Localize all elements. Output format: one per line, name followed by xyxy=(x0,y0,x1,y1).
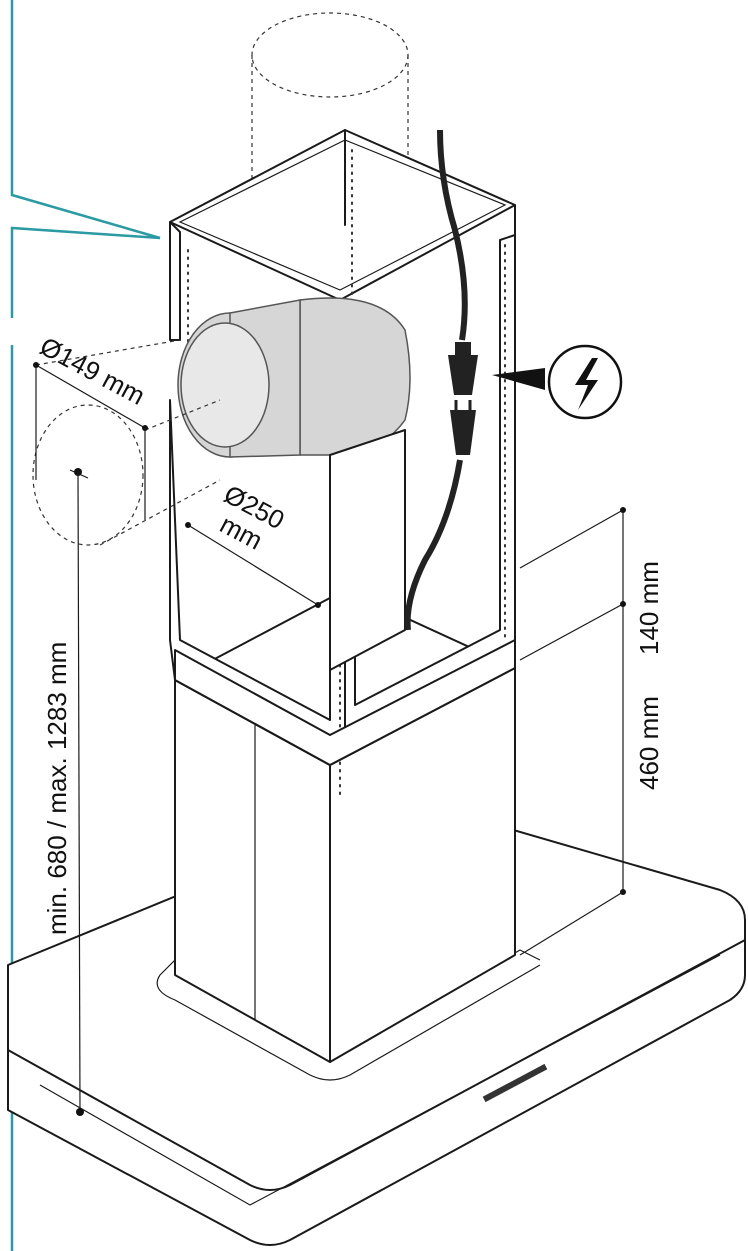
outlet-diameter-label: Ø149 mm xyxy=(35,331,150,411)
height-range-label: min. 680 / max. 1283 mm xyxy=(42,642,72,935)
lightning-icon xyxy=(492,344,623,420)
socket-icon xyxy=(450,400,476,455)
duct-elbow xyxy=(177,297,411,671)
mounting-frame xyxy=(169,129,516,801)
outlet-dashed-circle xyxy=(32,339,221,546)
height-dimension xyxy=(76,471,84,1116)
power-cable xyxy=(404,129,468,631)
control-panel xyxy=(482,1063,548,1103)
duct-diameter-dimension xyxy=(185,522,321,608)
chimney-height-label: 460 mm xyxy=(634,696,664,790)
chimney-dimension xyxy=(519,507,626,956)
chimney-offset-label: 140 mm xyxy=(634,561,664,655)
plug-icon xyxy=(448,342,478,395)
